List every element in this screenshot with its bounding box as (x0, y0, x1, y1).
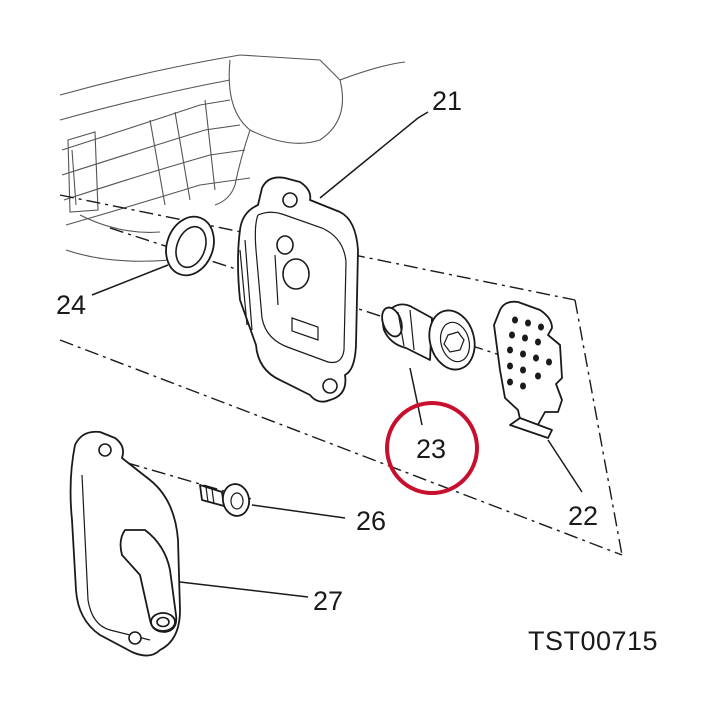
drawing-reference-code: TST00715 (528, 626, 659, 656)
leader-27 (179, 581, 309, 598)
highlight-circle (385, 401, 479, 495)
part-22-perforated-plate (493, 300, 563, 439)
callout-27: 27 (313, 586, 344, 616)
part-21-cover-housing (237, 176, 359, 403)
callout-21: 21 (432, 86, 463, 116)
callout-23: 23 (416, 434, 447, 464)
callout-24: 24 (56, 290, 87, 320)
part-27-lower-cover (69, 430, 181, 657)
part-26-screw (199, 483, 251, 517)
callout-22: 22 (568, 501, 599, 531)
part-23-bolt (381, 303, 476, 371)
leader-26 (251, 504, 346, 519)
leader-24 (91, 264, 169, 296)
engine-casting-background (59, 54, 406, 262)
perforation-holes (507, 316, 552, 390)
leader-23 (409, 367, 423, 426)
leader-lines (91, 111, 583, 598)
callout-26: 26 (356, 506, 387, 536)
leader-22 (547, 439, 583, 493)
leader-21 (319, 111, 429, 199)
part-24-sealing-ring (165, 215, 215, 277)
